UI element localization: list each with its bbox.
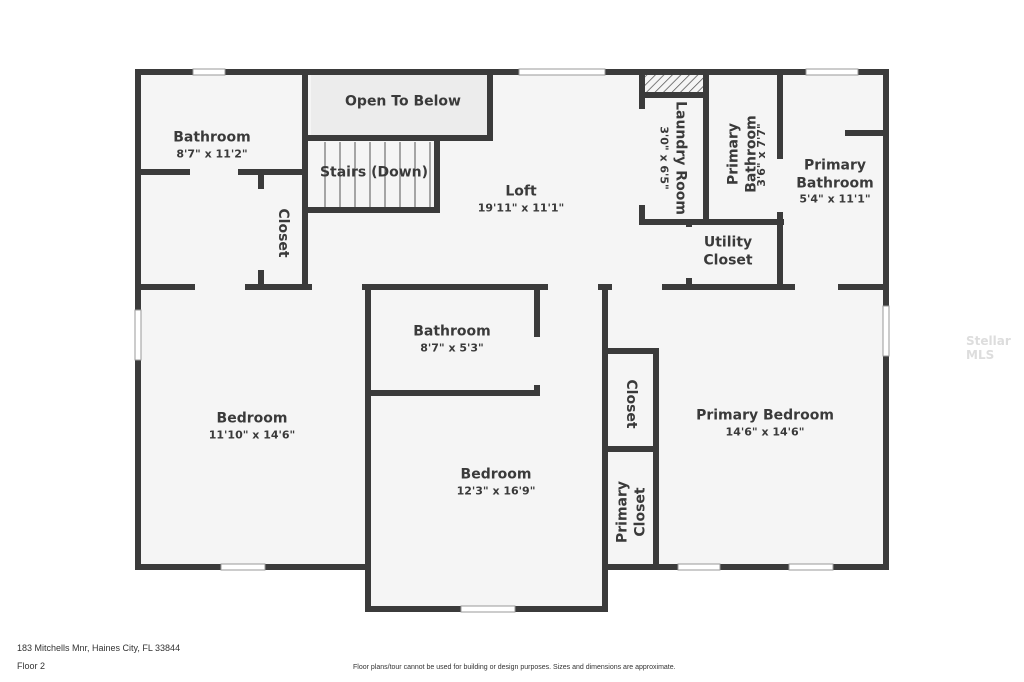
stairs — [324, 142, 431, 207]
windows — [134, 68, 890, 613]
disclaimer: Floor plans/tour cannot be used for buil… — [353, 664, 676, 671]
room-name: Closet — [274, 208, 291, 258]
floor-label: Floor 2 — [17, 661, 46, 671]
room-name: Bedroom — [460, 466, 532, 483]
room-name: Closet — [632, 487, 648, 537]
room-name: Primary Bedroom — [696, 407, 834, 424]
room-primary-bathroom-small-dim: 3'6" x 7'7" — [755, 123, 769, 187]
room-dimensions: 14'6" x 14'6" — [725, 424, 805, 438]
room-closet: Closet — [273, 208, 291, 257]
room-name: Primary — [725, 122, 742, 186]
room-dimensions: 3'6" x 7'7" — [755, 123, 769, 187]
room-name: Stairs (Down) — [319, 164, 429, 181]
room-stairs: Stairs (Down) — [320, 164, 428, 182]
room-dimensions: 8'7" x 11'2" — [176, 146, 248, 160]
address: 183 Mitchells Mnr, Haines City, FL 33844 — [17, 643, 181, 653]
room-name: Closet — [703, 252, 753, 268]
room-dimensions: 3'0" x 6'5" — [658, 126, 672, 190]
room-name: Bathroom — [173, 129, 251, 146]
watermark: Stellar MLS — [966, 334, 1011, 362]
room-name: Primary — [803, 157, 867, 174]
room-name: Primary — [614, 480, 631, 544]
room-name: Closet — [622, 379, 639, 429]
room-name: Loft — [505, 183, 537, 200]
room-dimensions: 12'3" x 16'9" — [456, 483, 536, 497]
room-name: Bathroom — [796, 175, 874, 192]
room-name: Open To Below — [345, 93, 461, 110]
room-name: Laundry Room — [672, 101, 689, 215]
room-name: Bedroom — [216, 410, 288, 427]
room-name: Utility — [703, 234, 753, 251]
room-open-to-below: Open To Below — [345, 93, 461, 111]
room-dimensions: 19'11" x 11'1" — [477, 200, 565, 214]
room-name: Bathroom — [413, 323, 491, 340]
room-closet-2: Closet — [621, 379, 639, 428]
floor-area — [135, 69, 889, 612]
room-dimensions: 5'4" x 11'1" — [799, 192, 871, 206]
hatched-shaft — [645, 74, 703, 92]
room-dimensions: 11'10" x 14'6" — [208, 427, 296, 441]
room-dimensions: 8'7" x 5'3" — [420, 340, 484, 354]
